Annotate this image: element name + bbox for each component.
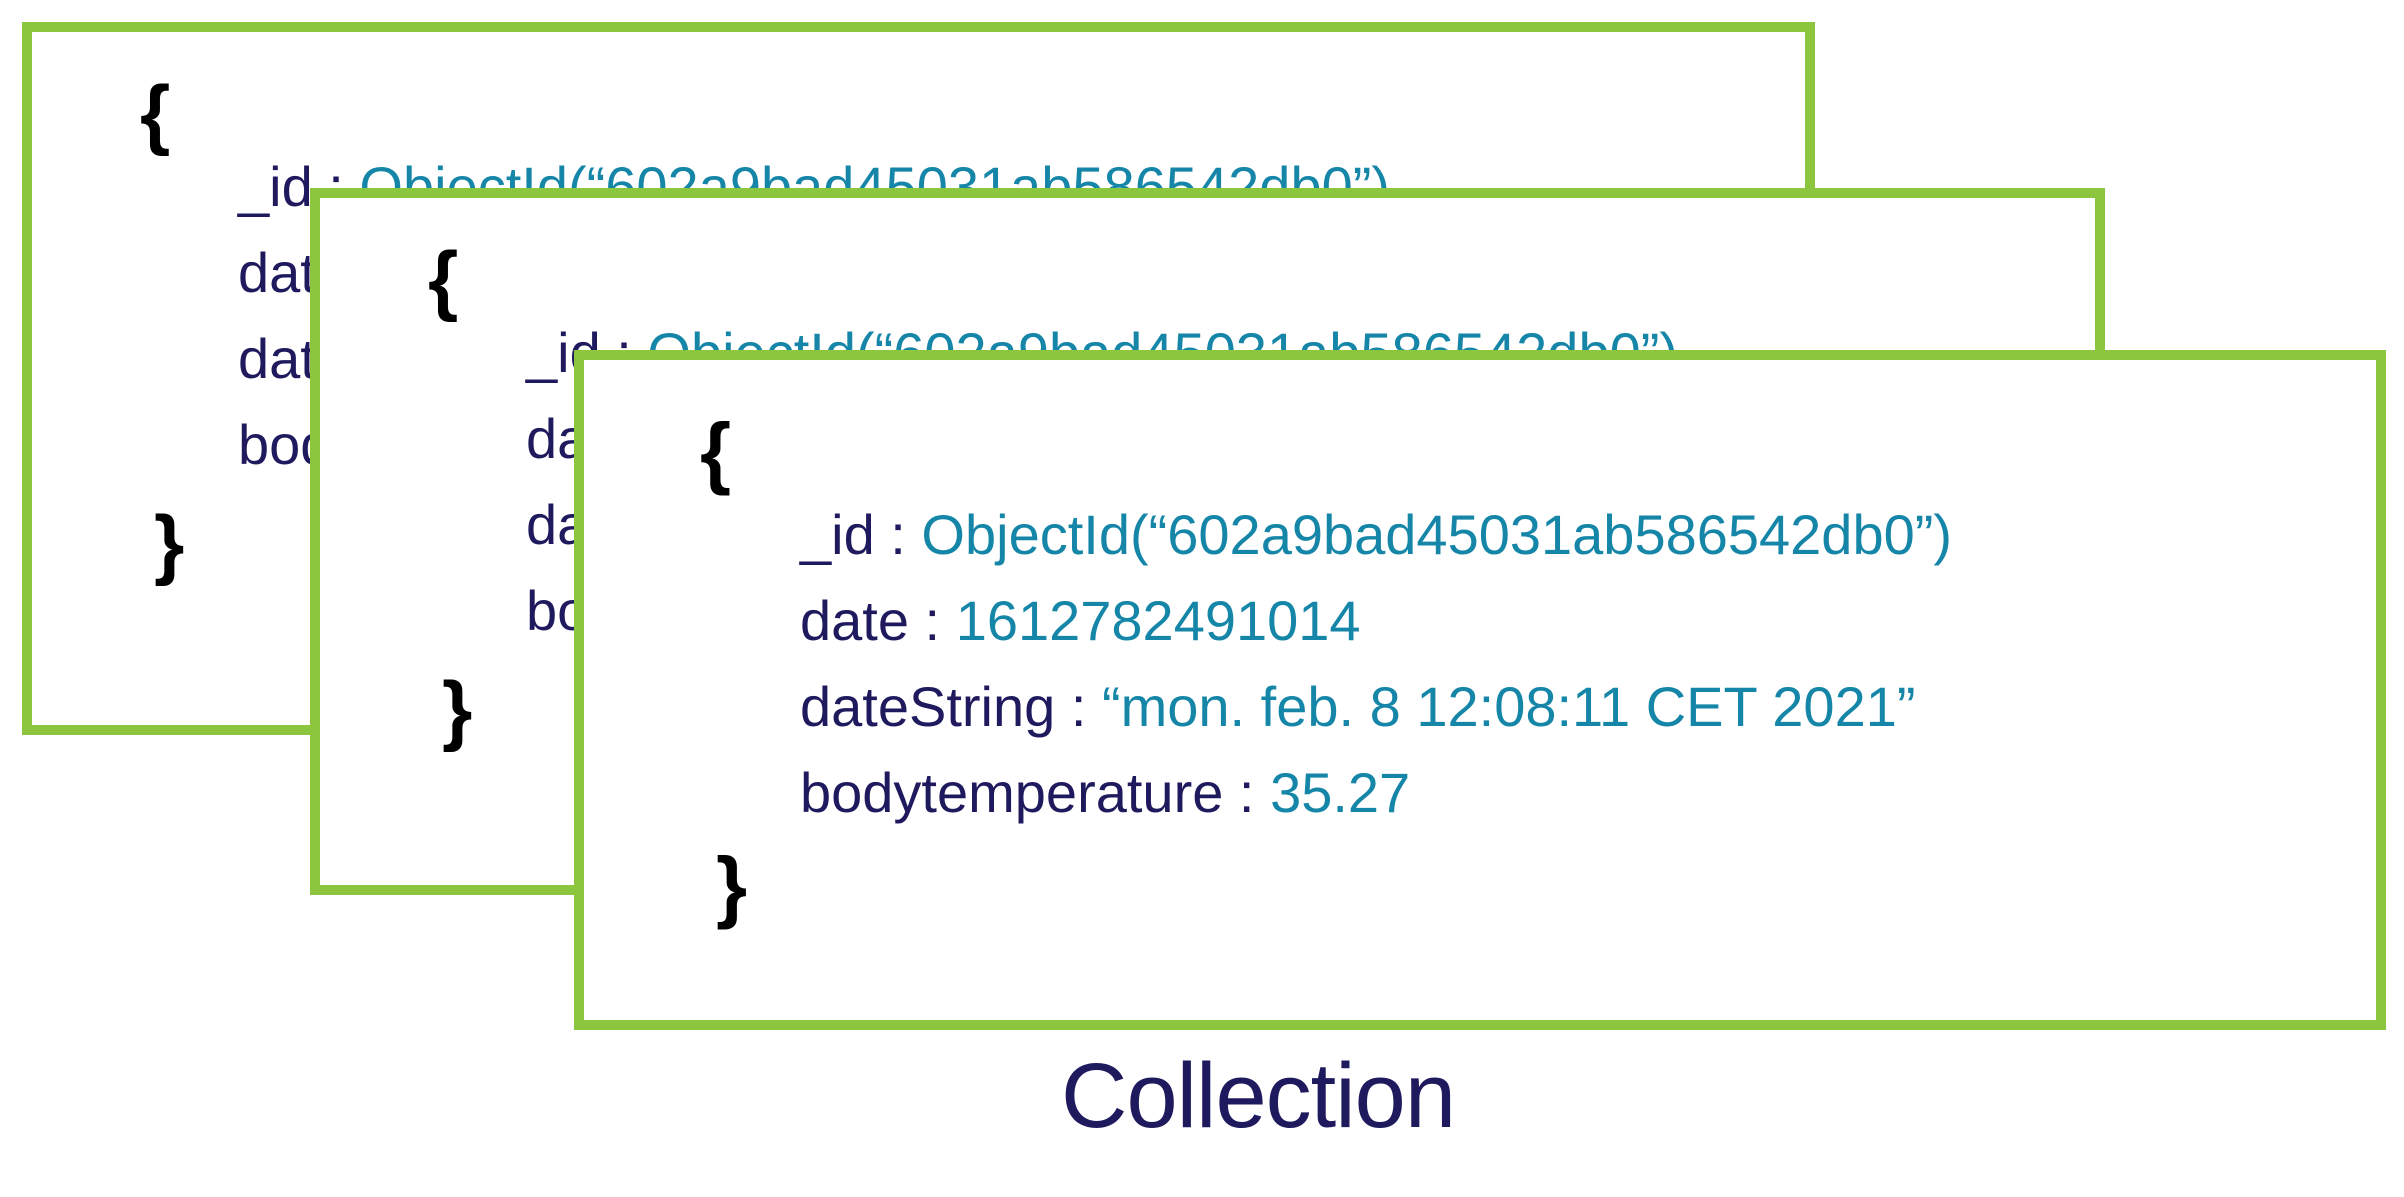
field-value: ObjectId(“602a9bad45031ab586542db0”) [921, 503, 1953, 566]
field-key: date [800, 589, 909, 652]
field-colon: : [909, 589, 956, 652]
collection-caption: Collection [0, 1045, 2404, 1147]
field-key: dateString [800, 675, 1056, 738]
field-value: 35.27 [1270, 761, 1411, 824]
field-row-date: date : 1612782491014 [800, 578, 1952, 664]
field-row-id: _id : ObjectId(“602a9bad45031ab586542db0… [800, 492, 1952, 578]
open-brace: { [140, 69, 171, 157]
document-fields: _id : ObjectId(“602a9bad45031ab586542db0… [800, 492, 1952, 836]
field-row-bodytemperature: bodytemperature : 35.27 [800, 750, 1952, 836]
close-brace: } [154, 499, 185, 587]
close-brace: } [716, 841, 748, 930]
document-card-front: { _id : ObjectId(“602a9bad45031ab586542d… [574, 350, 2386, 1030]
field-value: 1612782491014 [955, 589, 1361, 652]
field-key: bodytemperature [800, 761, 1224, 824]
field-colon: : [874, 503, 922, 566]
field-colon: : [1055, 675, 1102, 738]
collection-caption-text: Collection [1061, 1045, 1456, 1147]
field-value: “mon. feb. 8 12:08:11 CET 2021” [1101, 675, 1916, 738]
close-brace: } [442, 665, 473, 753]
open-brace: { [428, 235, 459, 323]
field-colon: : [1223, 761, 1271, 824]
field-row-datestring: dateString : “mon. feb. 8 12:08:11 CET 2… [800, 664, 1952, 750]
field-key: _id [800, 503, 875, 566]
field-key: _id [238, 155, 313, 218]
open-brace: { [700, 407, 732, 496]
